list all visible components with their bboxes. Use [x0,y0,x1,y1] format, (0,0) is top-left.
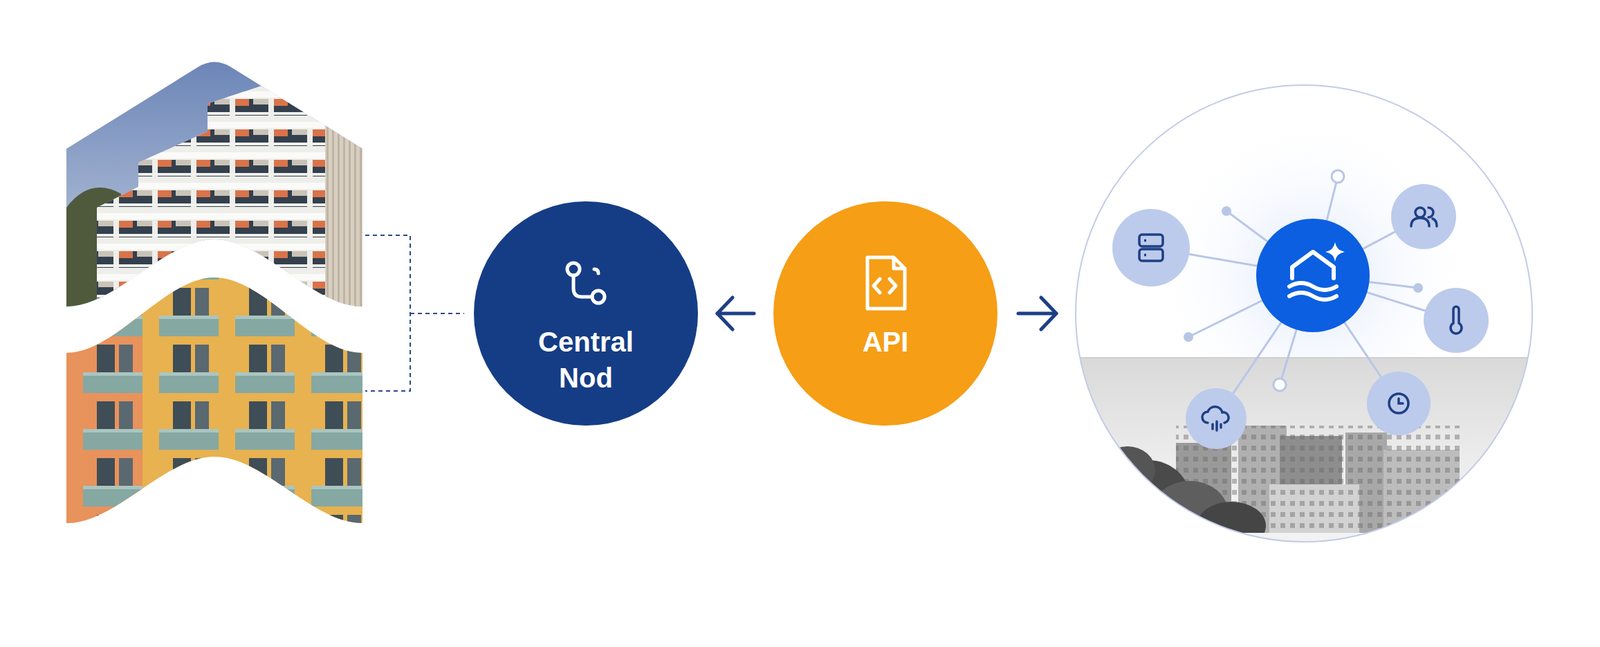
balconies [66,273,363,530]
circle-shape [773,201,998,426]
icon-part [1139,249,1163,261]
satellite-circle [1112,208,1190,287]
circle-fill [473,201,698,426]
satellite-circle [1366,371,1431,436]
database-icon [1139,234,1163,261]
users-icon [1411,207,1437,227]
icon-part [1139,234,1163,247]
icon-part [1389,393,1409,413]
node-label: Central Nod [509,323,662,396]
icon-part [573,269,599,297]
building-photo [66,55,363,312]
thermometer-icon [1450,306,1462,334]
weather-satellite [1185,388,1247,449]
node-icon [567,262,605,303]
satellite-circle [1391,184,1457,250]
clock-icon [1389,393,1409,413]
process-circle: Central Nod [473,201,698,426]
icon-part [1415,207,1425,218]
misty-sky [1072,356,1543,558]
database-satellite [1112,208,1190,287]
dashed-bracket [365,235,465,391]
arrow [1018,311,1057,316]
icon-part [592,290,605,303]
clock-satellite [1366,371,1431,436]
spoke-dot [1183,332,1194,342]
horizon [1072,356,1543,359]
satellite-circle [1423,287,1489,353]
spoke-dot [1413,282,1423,293]
circle-fill [773,201,998,426]
arrow-connector [717,311,754,316]
platform-illustration [1072,85,1543,561]
hub-circle [1256,218,1370,333]
process-circle: API [773,201,998,426]
icon-part [873,278,896,293]
spoke-dot [1221,206,1232,216]
node-icon [867,257,905,309]
node-text-box: Central Nod [509,323,662,396]
balconies [96,76,326,307]
satellite-circle [1185,388,1247,449]
circle-outline [1075,85,1533,542]
icon-part [1144,240,1147,256]
tree [1196,501,1266,550]
louvers [325,83,363,312]
icon-part [567,262,580,276]
sky [66,55,363,312]
users-satellite [1391,184,1457,250]
rain-cloud-icon [1202,406,1229,431]
node-text-box: API [809,323,962,360]
icon-part [867,257,905,309]
building-facade [66,273,363,530]
node-label: API [862,323,909,360]
spoke-ring [1273,378,1286,391]
house-icon [1289,251,1337,300]
icon-part [1411,207,1437,227]
building-photo [66,273,363,530]
side-wall [325,83,363,312]
building-facade [96,76,326,307]
tree [1099,446,1156,495]
temperature-satellite [1423,287,1489,353]
ground [1072,532,1543,561]
spoke-ring [1331,170,1345,183]
tree [1442,484,1505,540]
icon-part [1398,398,1403,404]
platform-hub [1256,218,1370,333]
sparkle-icon [1325,242,1345,262]
